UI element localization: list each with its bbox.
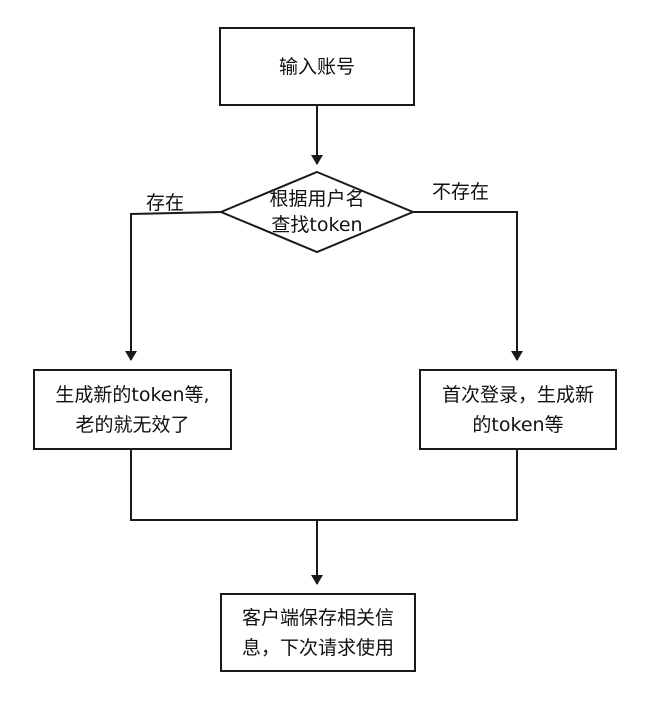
exists-action-box: 生成新的token等, 老的就无效了	[33, 369, 232, 450]
input-account-box: 输入账号	[219, 27, 415, 106]
branch-label-exists: 存在	[146, 192, 185, 214]
exists-action-label: 生成新的token等, 老的就无效了	[55, 383, 210, 436]
first-login-label: 首次登录，生成新 的token等	[441, 383, 594, 436]
decision-label: 根据用户名 查找token	[269, 188, 365, 236]
merge-line	[130, 450, 518, 521]
client-save-label: 客户端保存相关信 息，下次请求使用	[241, 606, 394, 659]
first-login-box: 首次登录，生成新 的token等	[419, 369, 617, 450]
decision-diamond	[218, 170, 416, 254]
branch-label-not-exists: 不存在	[432, 181, 490, 203]
arrow-exists-branch	[125, 211, 222, 361]
arrow-not-exists-branch	[413, 211, 523, 361]
input-account-label: 输入账号	[278, 55, 355, 78]
client-save-box: 客户端保存相关信 息，下次请求使用	[220, 593, 416, 672]
